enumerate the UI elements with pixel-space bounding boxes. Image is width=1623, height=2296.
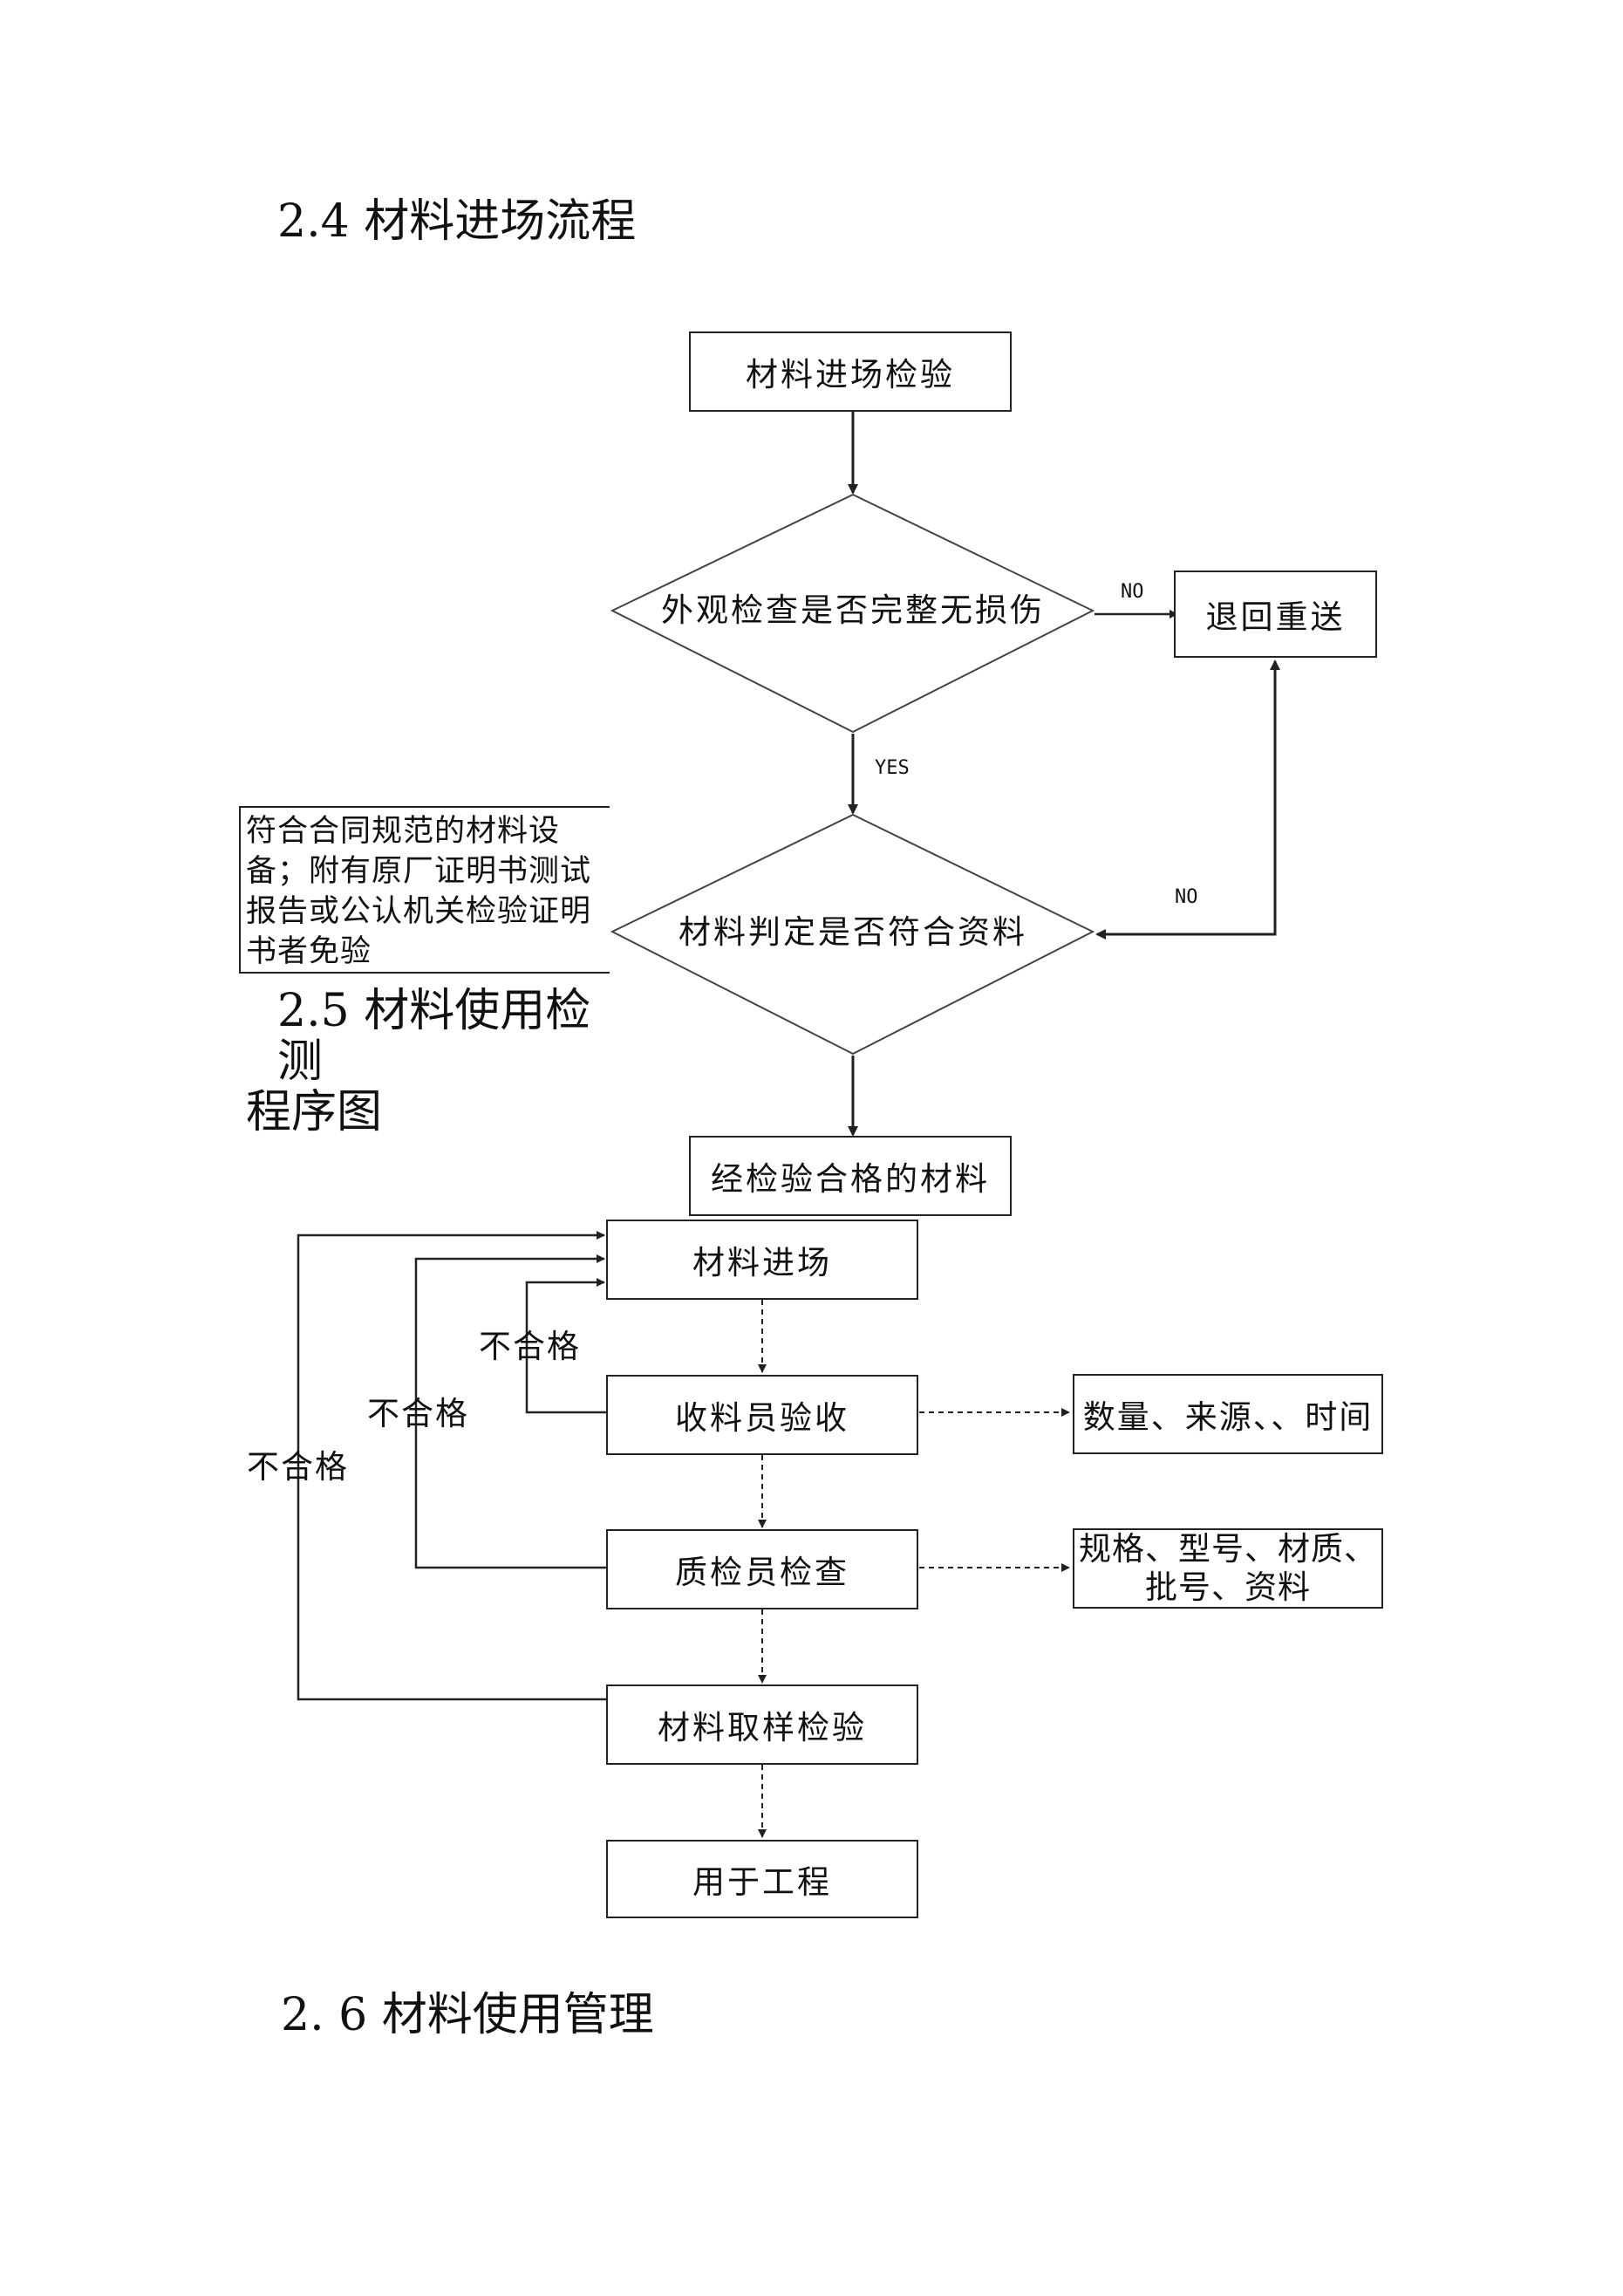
quality-details-line2: 批号、资料 — [1145, 1568, 1311, 1606]
reject-label-receive: 不合格 — [479, 1328, 581, 1365]
receiver-acceptance-box: 收料员验收 — [606, 1375, 918, 1455]
section-heading-2-5-line1: 2.5 材料使用检测 — [277, 985, 591, 1088]
sample-test-box: 材料取样检验 — [606, 1684, 918, 1765]
reject-loop-quality — [414, 1254, 606, 1569]
quality-details-line1: 规格、型号、材质、 — [1079, 1530, 1377, 1568]
no-label-appearance: NO — [1121, 581, 1144, 603]
exemption-note: 符合合同规范的材料设备；附有原厂证明书测试报告或公认机关检验证明书者免验 — [239, 806, 610, 974]
yes-label: YES — [875, 757, 910, 779]
reject-label-sample: 不合格 — [247, 1448, 349, 1486]
reject-loop-receive — [525, 1278, 606, 1414]
diamond-material-judge — [610, 813, 1095, 1056]
reject-loop-sample — [297, 1231, 606, 1701]
diamond-judge-label: 材料判定是否符合资料 — [679, 913, 1027, 951]
section-heading-2-5-line2: 程序图 — [246, 1086, 383, 1138]
section-heading-2-4: 2.4 材料进场流程 — [277, 195, 637, 248]
diamond-appearance-label: 外观检查是否完整无损伤 — [661, 591, 1045, 629]
section-heading-2-5: 2.5 材料使用检测 程序图 — [246, 986, 621, 1138]
diamond-appearance-check — [610, 493, 1095, 734]
receive-details-box: 数量、来源、、时间 — [1073, 1374, 1383, 1454]
start-inspection-box: 材料进场检验 — [689, 331, 1012, 412]
use-in-project-box: 用于工程 — [606, 1840, 918, 1918]
quality-details-box: 规格、型号、材质、 批号、资料 — [1073, 1528, 1383, 1609]
quality-inspector-box: 质检员检查 — [606, 1529, 918, 1609]
return-resend-box: 退回重送 — [1174, 571, 1377, 658]
material-arrival-box: 材料进场 — [606, 1220, 918, 1300]
reject-label-quality: 不合格 — [367, 1395, 469, 1432]
no-label-judge: NO — [1175, 886, 1198, 908]
qualified-material-box: 经检验合格的材料 — [689, 1136, 1012, 1216]
section-heading-2-6: 2. 6 材料使用管理 — [281, 1989, 654, 2041]
